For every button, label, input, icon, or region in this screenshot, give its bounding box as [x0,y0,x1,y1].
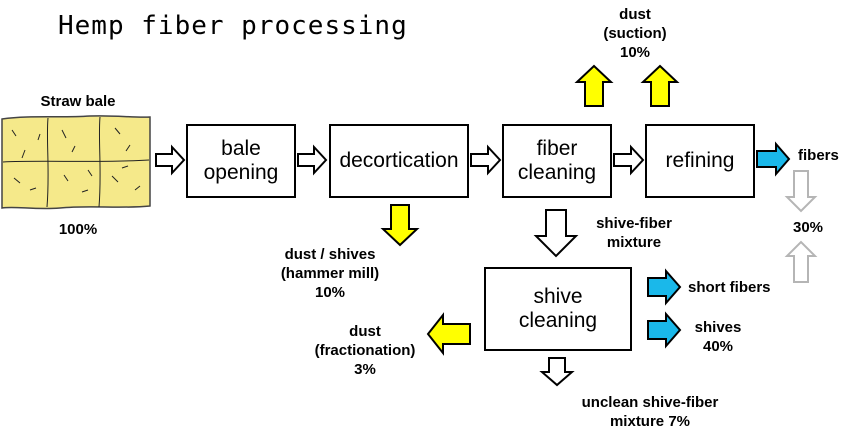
dust-fractionation-label: dust (fractionation) 3% [305,322,425,379]
unclean-mixture-line2: mixture 7% [609,413,691,430]
fiber-cleaning-box: fiber cleaning [502,124,612,198]
arrow-dust-suction-right-icon [640,64,680,107]
arrow-dust-fractionation-icon [426,312,471,356]
straw-bale-image [1,115,151,210]
arrow-dust-shives-icon [380,204,420,247]
dust-fractionation-percent: 3% [354,361,376,378]
refining-box: refining [645,124,755,198]
shives-line1: shives [694,319,742,336]
arrow-cleaning-to-refining-icon [613,144,645,176]
shives-label: shives 40% [678,318,758,356]
dust-suction-label: dust (suction) 10% [580,5,690,62]
arrow-decortication-to-cleaning-icon [470,144,502,176]
straw-bale-label: Straw bale [40,93,116,110]
arrow-unclean-mixture-icon [539,357,575,387]
fibers-percent: 30% [792,219,824,236]
fibers-label: fibers [798,147,839,164]
straw-bale-percent: 100% [58,221,98,238]
dust-shives-line2: (hammer mill) [280,265,380,282]
straw-bale-texture [2,116,150,208]
arrow-short-fibers-icon [647,268,682,306]
unclean-mixture-label: unclean shive-fiber mixture 7% [560,393,740,431]
bale-opening-box: bale opening [186,124,296,198]
dust-suction-line2: (suction) [603,25,667,42]
diagram-title: Hemp fiber processing [58,11,408,41]
shive-fiber-mixture-line2: mixture [606,234,662,251]
arrow-shive-fiber-mixture-icon [533,209,579,258]
straw-bale-shape [1,115,151,210]
dust-shives-percent: 10% [314,284,346,301]
arrow-fibers-output-icon [756,141,791,177]
arrow-dust-suction-left-icon [574,64,614,107]
arrow-shives-icon [647,311,682,349]
dust-fractionation-line1: dust [349,323,381,340]
short-fibers-label: short fibers [688,279,771,296]
shives-percent: 40% [702,338,734,355]
dust-suction-line1: dust [619,6,651,23]
arrow-short-fibers-percent-up-icon [784,240,818,283]
dust-shives-line1: dust / shives [284,246,376,263]
dust-suction-percent: 10% [619,44,651,61]
shive-fiber-mixture-line1: shive-fiber [596,215,672,232]
arrow-bale-to-opening-icon [155,144,186,176]
shive-fiber-mixture-label: shive-fiber mixture [584,214,684,252]
dust-fractionation-line2: (fractionation) [314,342,416,359]
unclean-mixture-line1: unclean shive-fiber [581,394,719,411]
decortication-box: decortication [329,124,469,198]
dust-shives-label: dust / shives (hammer mill) 10% [270,245,390,302]
arrow-fibers-percent-down-icon [784,170,818,213]
shive-cleaning-box: shive cleaning [484,267,632,351]
arrow-opening-to-decortication-icon [297,144,328,176]
